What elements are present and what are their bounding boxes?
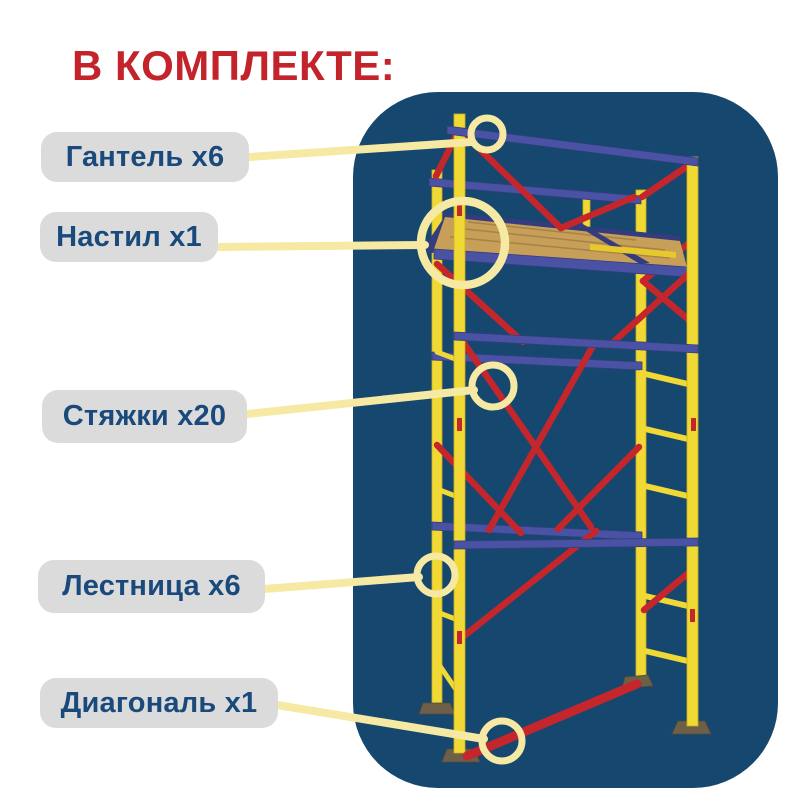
- callout-label-lestnitsa: Лестница x6: [38, 560, 265, 613]
- ring-diagonal: [478, 717, 526, 765]
- callout-line-lestnitsa: [260, 573, 423, 593]
- callout-label-diagonal: Диагональ x1: [40, 678, 278, 728]
- scaffold-front-frame: [446, 113, 699, 754]
- scaffold-back-frame: [428, 169, 647, 711]
- platform-deck: [427, 212, 688, 278]
- page-title: В КОМПЛЕКТЕ:: [72, 42, 396, 89]
- callout-label-text: Стяжки x20: [62, 400, 227, 432]
- callout-label-text: Гантель x6: [65, 140, 225, 173]
- ring-nastil: [416, 196, 510, 290]
- callout-line-nastil: [214, 241, 429, 251]
- callout-label-styazhki: Стяжки x20: [42, 390, 247, 443]
- illustration-panel: [353, 92, 778, 788]
- ring-lestnitsa: [413, 552, 459, 598]
- callout-label-gantel: Гантель x6: [41, 132, 249, 182]
- ring-styazhki: [468, 361, 518, 411]
- tie-braces-front: [433, 129, 698, 640]
- callout-line-styazhki: [243, 386, 478, 418]
- callout-lines: [214, 138, 488, 743]
- callout-line-diagonal: [273, 701, 488, 743]
- callout-label-text: Настил x1: [56, 220, 202, 253]
- callout-label-text: Лестница x6: [62, 570, 241, 602]
- ring-gantel: [467, 114, 507, 154]
- diagonal-brace: [462, 674, 654, 761]
- callout-label-nastil: Настил x1: [40, 212, 218, 262]
- callout-line-gantel: [245, 138, 475, 161]
- callout-label-text: Диагональ x1: [60, 686, 258, 719]
- callout-rings: [413, 114, 526, 765]
